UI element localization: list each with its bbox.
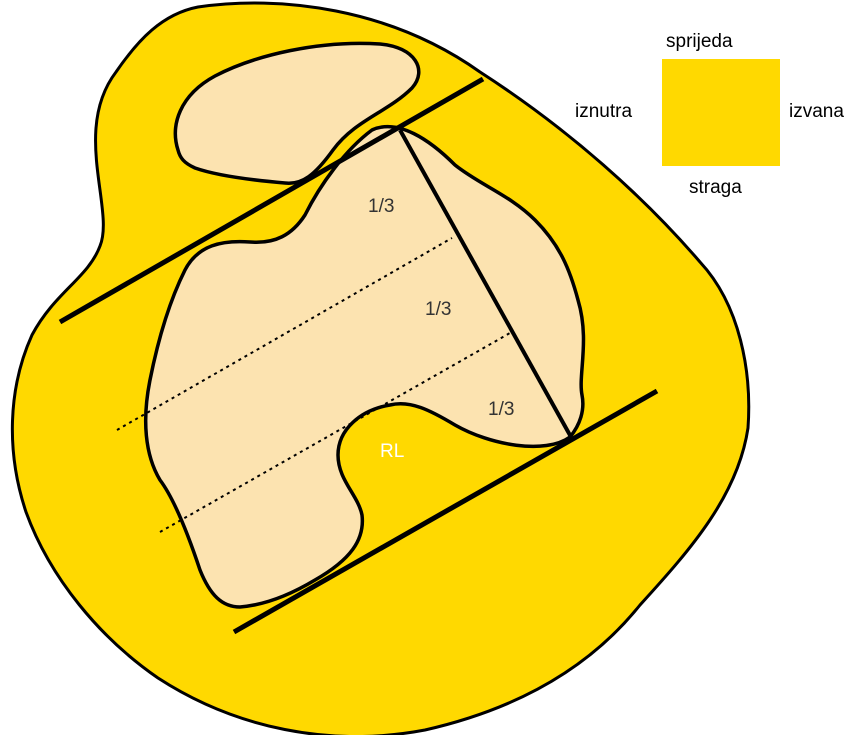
legend-label-back: straga bbox=[689, 177, 742, 198]
third-label-middle: 1/3 bbox=[425, 299, 451, 320]
legend-label-outside: izvana bbox=[789, 101, 844, 122]
orientation-legend-swatch bbox=[662, 59, 780, 166]
legend-label-front: sprijeda bbox=[666, 31, 733, 52]
legend-label-inside: iznutra bbox=[575, 101, 632, 122]
rl-label: RL bbox=[380, 441, 404, 462]
third-label-lower: 1/3 bbox=[488, 399, 514, 420]
third-label-upper: 1/3 bbox=[368, 196, 394, 217]
